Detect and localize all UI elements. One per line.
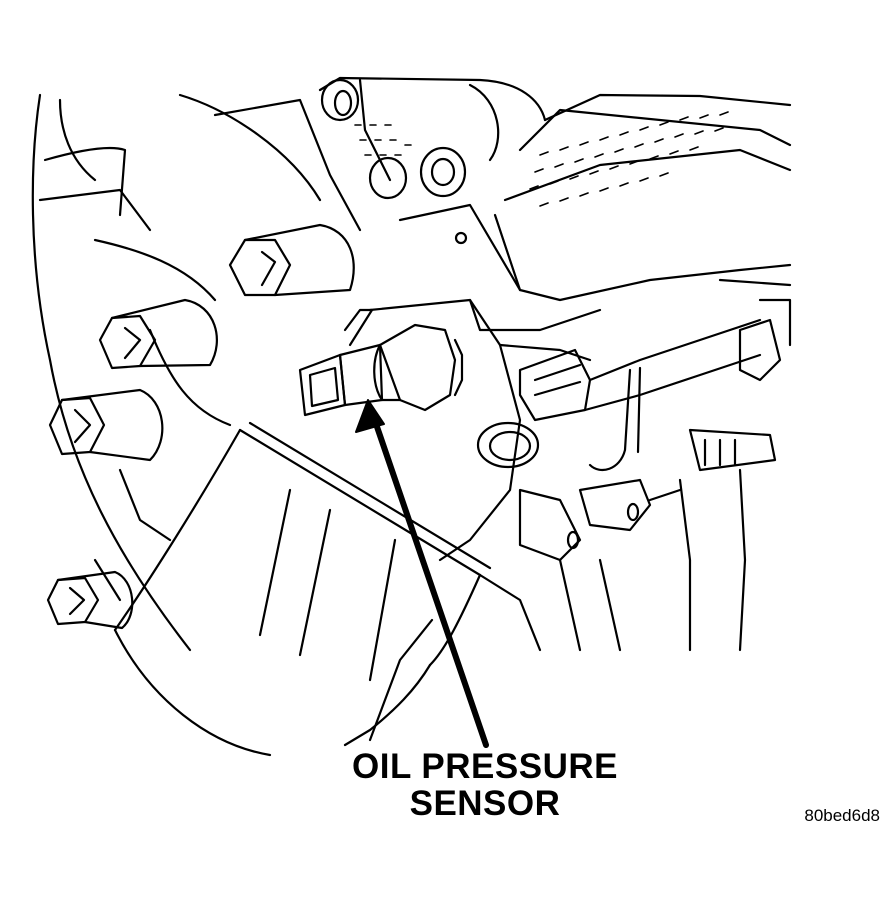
head-bosses	[320, 78, 468, 245]
callout-label-line-2: SENSOR	[409, 784, 561, 823]
oil-pressure-sensor-label: OIL PRESSURE SENSOR	[300, 748, 670, 822]
mounting-bolt-4	[46, 570, 134, 630]
mounting-bolt-2	[98, 298, 218, 370]
engine-block-mount	[368, 298, 652, 562]
oil-filter	[113, 421, 492, 757]
callout-arrow	[355, 399, 489, 748]
head-grille-texture	[354, 111, 729, 207]
right-side-structure	[478, 278, 792, 652]
mounting-bolt-1	[228, 223, 355, 297]
callout-label-line-1: OIL PRESSURE	[352, 747, 618, 786]
timing-cover-housing	[31, 93, 362, 652]
cylinder-head	[318, 76, 792, 302]
mounting-bolt-3	[48, 388, 164, 462]
oil-pressure-sensor-illustration	[298, 308, 464, 417]
wiring-connector	[518, 318, 782, 472]
figure-id: 80bed6d8	[804, 806, 880, 825]
filter-leader-line	[368, 618, 434, 742]
